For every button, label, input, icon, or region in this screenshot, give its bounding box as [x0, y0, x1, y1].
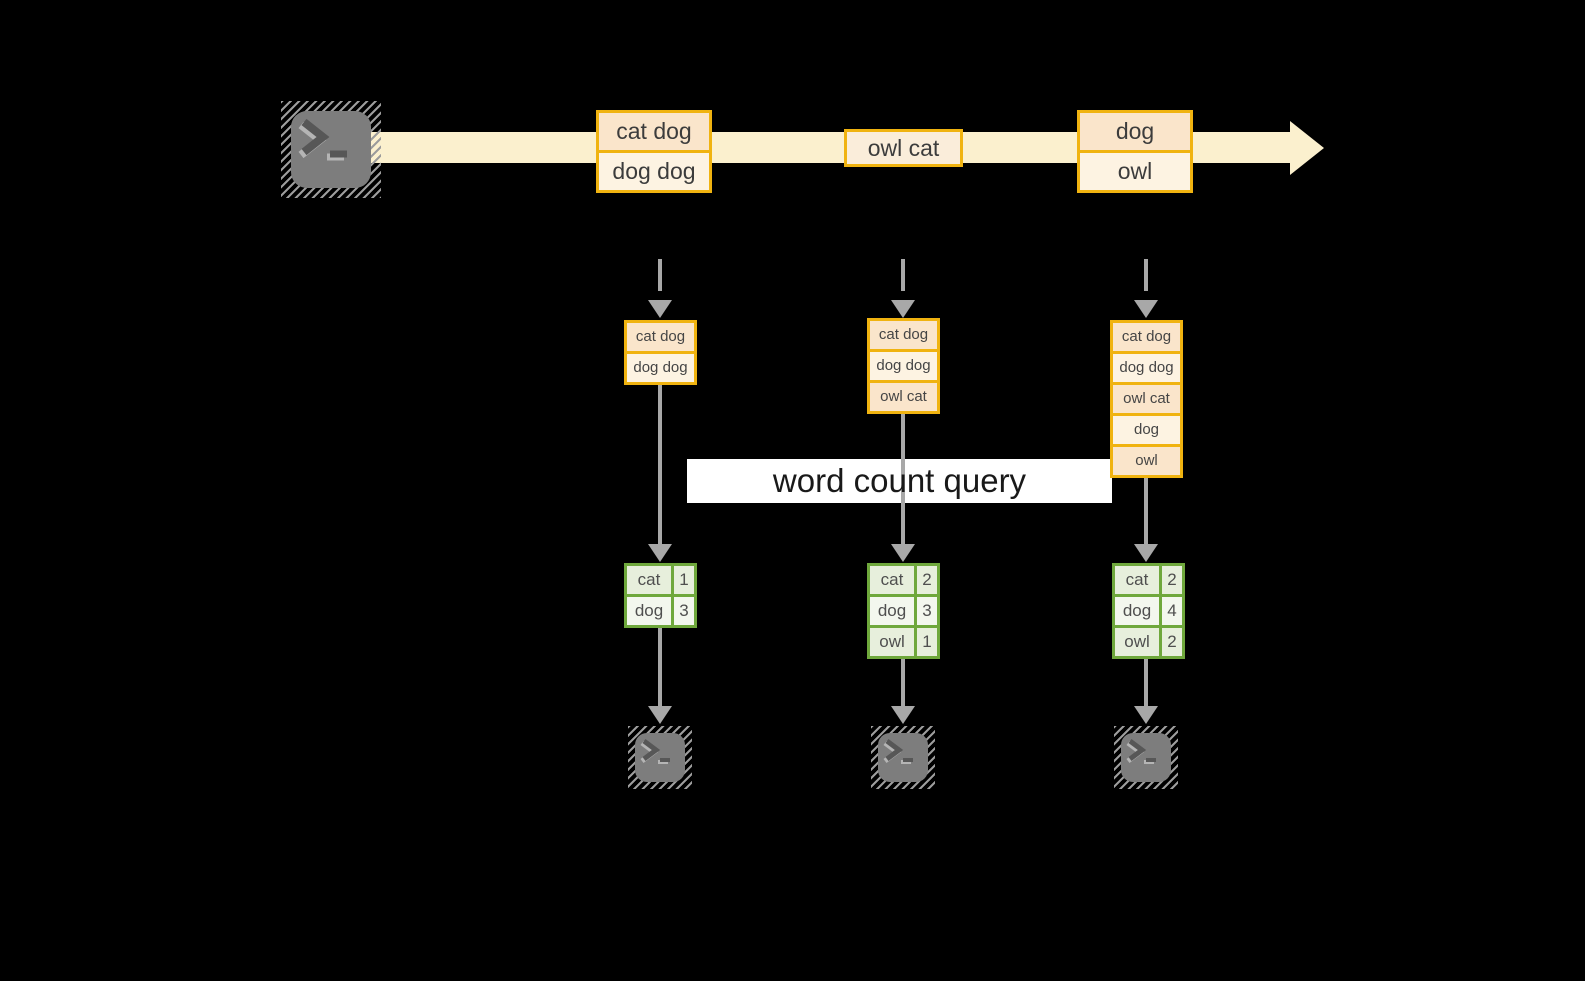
count-row: cat 2: [870, 566, 937, 594]
count-row: owl 2: [1115, 625, 1182, 656]
result-to-sink-arrow-head: [891, 706, 915, 724]
count-table-3: cat 2 dog 4 owl 2: [1112, 563, 1185, 659]
query-label-band: [687, 459, 1112, 503]
state-row: cat dog: [627, 323, 694, 351]
count-word: dog: [634, 601, 664, 620]
state-to-result-arrow-line: [901, 414, 905, 544]
count-table-1: cat 1 dog 3: [624, 563, 697, 628]
terminal-body: [1121, 733, 1171, 782]
state-row: cat dog: [870, 321, 937, 349]
count-value: 4: [1159, 597, 1182, 625]
count-value: 1: [914, 628, 937, 656]
stream-event: owl: [1080, 150, 1190, 190]
state-buffer-2: cat dog dog dog owl cat: [867, 318, 940, 414]
count-word: cat: [637, 570, 661, 589]
terminal-body: [878, 733, 928, 782]
event-arrow-dash: [658, 259, 662, 291]
stream-event: dog dog: [599, 150, 709, 190]
count-row: dog 3: [627, 594, 694, 625]
prompt-icon: [301, 119, 347, 158]
count-word: owl: [879, 632, 905, 651]
count-word: cat: [880, 570, 904, 589]
stream-item-box-1: cat dog dog dog: [596, 110, 712, 193]
count-table-2: cat 2 dog 3 owl 1: [867, 563, 940, 659]
stream-event: cat dog: [599, 113, 709, 150]
stream-event: dog: [1080, 113, 1190, 150]
result-to-sink-arrow-head: [1134, 706, 1158, 724]
state-row: cat dog: [1113, 323, 1180, 351]
count-row: cat 1: [627, 566, 694, 594]
count-value: 1: [671, 566, 694, 594]
terminal-sink-icon: [628, 726, 692, 789]
stream-item-box-2: owl cat: [844, 129, 963, 167]
event-arrow-head: [648, 300, 672, 318]
state-row: owl cat: [870, 380, 937, 411]
state-to-result-arrow-head: [891, 544, 915, 562]
count-value: 2: [1159, 628, 1182, 656]
count-value: 3: [671, 597, 694, 625]
state-row: owl cat: [1113, 382, 1180, 413]
count-value: 2: [914, 566, 937, 594]
stream-band-arrowhead: [1290, 121, 1324, 175]
terminal-sink-icon: [1114, 726, 1178, 789]
stream-event: owl cat: [847, 132, 960, 164]
state-to-result-arrow-head: [1134, 544, 1158, 562]
count-row: dog 4: [1115, 594, 1182, 625]
state-row: dog dog: [870, 349, 937, 380]
state-to-result-arrow-head: [648, 544, 672, 562]
count-word: dog: [877, 601, 907, 620]
result-to-sink-arrow-line: [901, 659, 905, 706]
event-arrow-head: [1134, 300, 1158, 318]
terminal-source-icon: [281, 101, 381, 198]
terminal-sink-icon: [871, 726, 935, 789]
event-arrow-dash: [901, 259, 905, 291]
state-to-result-arrow-line: [658, 385, 662, 544]
state-buffer-1: cat dog dog dog: [624, 320, 697, 385]
state-row: dog dog: [1113, 351, 1180, 382]
prompt-icon: [885, 739, 913, 762]
state-row: dog: [1113, 413, 1180, 444]
terminal-body: [635, 733, 685, 782]
result-to-sink-arrow-line: [1144, 659, 1148, 706]
event-arrow-head: [891, 300, 915, 318]
count-word: cat: [1125, 570, 1149, 589]
state-to-result-arrow-line: [1144, 478, 1148, 544]
count-word: dog: [1122, 601, 1152, 620]
count-row: owl 1: [870, 625, 937, 656]
count-row: dog 3: [870, 594, 937, 625]
count-word: owl: [1124, 632, 1150, 651]
stream-item-box-3: dog owl: [1077, 110, 1193, 193]
prompt-icon: [1128, 739, 1156, 762]
result-to-sink-arrow-line: [658, 628, 662, 706]
count-value: 2: [1159, 566, 1182, 594]
event-arrow-dash: [1144, 259, 1148, 291]
state-buffer-3: cat dog dog dog owl cat dog owl: [1110, 320, 1183, 478]
state-row: dog dog: [627, 351, 694, 382]
terminal-body: [291, 111, 371, 188]
prompt-icon: [642, 739, 670, 762]
state-row: owl: [1113, 444, 1180, 475]
count-row: cat 2: [1115, 566, 1182, 594]
count-value: 3: [914, 597, 937, 625]
query-label: word count query: [772, 462, 1027, 499]
result-to-sink-arrow-head: [648, 706, 672, 724]
